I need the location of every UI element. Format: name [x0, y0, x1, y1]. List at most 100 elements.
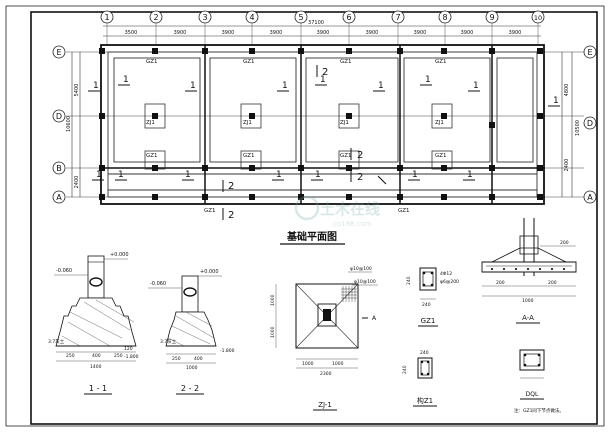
svg-text:2: 2 [228, 181, 234, 192]
svg-text:3:7灰土: 3:7灰土 [160, 338, 177, 345]
svg-text:3: 3 [202, 13, 207, 22]
svg-text:6: 6 [346, 13, 351, 22]
svg-text:3900: 3900 [509, 30, 522, 36]
svg-text:1: 1 [315, 170, 321, 180]
svg-text:4Φ12: 4Φ12 [440, 271, 452, 277]
svg-text:2: 2 [357, 172, 363, 183]
gz-tag: GZ1 [435, 59, 447, 65]
gz-tag: GZ1 [204, 208, 216, 214]
left-dimensions [71, 52, 81, 197]
dim-right-span: 2400 [564, 159, 570, 172]
svg-text:+0.000: +0.000 [200, 269, 219, 275]
axis-bubble-3: 3 [198, 10, 212, 44]
axis-label-B: B [56, 164, 62, 173]
zj-tag: ZJ1 [340, 120, 349, 126]
svg-text:+0.000: +0.000 [110, 252, 129, 258]
svg-text:-1.800: -1.800 [220, 348, 235, 354]
svg-text:1: 1 [185, 170, 191, 180]
svg-text:200: 200 [496, 280, 505, 286]
row-axis-bubbles-right: E D A [583, 45, 597, 204]
pad-footing [240, 103, 262, 129]
svg-text:2: 2 [357, 150, 363, 161]
svg-text:1: 1 [412, 170, 418, 180]
svg-text:3:7灰土: 3:7灰土 [48, 338, 65, 345]
axis-bubble-9: 9 [485, 10, 499, 44]
svg-text:200: 200 [548, 280, 557, 286]
svg-text:3900: 3900 [317, 30, 330, 36]
detail-gz1: 4Φ12 φ6@200 240 240 GZ1 [406, 267, 459, 327]
axis-label-E: E [56, 48, 61, 57]
svg-text:土木在线: 土木在线 [320, 200, 380, 218]
svg-text:A: A [587, 193, 593, 202]
zj-tag: ZJ1 [435, 120, 444, 126]
detail-cz1: 240 240 构Z1 [402, 350, 437, 407]
detail-a-a-title: A-A [522, 314, 534, 322]
detail-cz1-title: 构Z1 [417, 396, 433, 405]
svg-text:3900: 3900 [174, 30, 187, 36]
foundation-plan: GZ1 GZ1 GZ1 GZ1 GZ1 GZ1 GZ1 GZ1 GZ1 GZ1 … [52, 10, 597, 245]
svg-text:10: 10 [534, 14, 542, 22]
dim-right-total: 10500 [575, 120, 581, 136]
svg-text:E: E [587, 48, 592, 57]
outer-wall-outline [100, 44, 545, 205]
svg-text:400: 400 [92, 353, 101, 359]
top-dimensions [103, 25, 541, 37]
dim-left-total: 10600 [66, 116, 72, 132]
svg-text:1000: 1000 [270, 326, 276, 338]
svg-text:7: 7 [395, 13, 400, 22]
svg-text:200: 200 [560, 240, 569, 246]
gz-tag: GZ1 [435, 153, 447, 159]
svg-text:240: 240 [420, 350, 429, 356]
svg-text:2: 2 [228, 210, 234, 221]
svg-text:3500: 3500 [125, 30, 138, 36]
svg-text:1: 1 [425, 75, 431, 85]
drawing-note: 注：GZ1同下节点做法。 [514, 407, 564, 414]
gz-tag: GZ1 [243, 153, 255, 159]
pad-footing [431, 103, 453, 129]
svg-text:1: 1 [553, 96, 559, 106]
svg-text:5: 5 [298, 13, 303, 22]
svg-text:250: 250 [114, 353, 123, 359]
axis-label-A: A [56, 193, 62, 202]
dim-right-span: 4800 [564, 84, 570, 97]
svg-text:co188.com: co188.com [333, 220, 372, 228]
svg-text:4: 4 [249, 13, 254, 22]
svg-text:9: 9 [489, 13, 494, 22]
svg-text:400: 400 [194, 356, 203, 362]
svg-text:3900: 3900 [366, 30, 379, 36]
axis-bubble-10: 10 [531, 10, 545, 44]
svg-text:1: 1 [104, 13, 109, 22]
axis-bubble-1: 1 [100, 10, 114, 44]
gz-tag: GZ1 [146, 153, 158, 159]
svg-text:3900: 3900 [461, 30, 474, 36]
svg-text:1: 1 [96, 170, 102, 180]
svg-text:1: 1 [282, 81, 288, 91]
svg-text:-0.060: -0.060 [150, 281, 166, 287]
detail-zj1: φ10@100 φ10@100 A 1000 1000 2300 1000 10… [270, 266, 378, 411]
detail-zj1-title: ZJ-1 [318, 401, 332, 409]
svg-text:1000: 1000 [522, 298, 534, 304]
column-markers [99, 48, 543, 200]
detail-2-2: -0.060 +0.000 3:7灰土 -1.800 250 400 1000 … [148, 269, 235, 395]
svg-text:2: 2 [153, 13, 158, 22]
svg-text:240: 240 [406, 276, 412, 285]
outer-frame [5, 5, 605, 427]
room-footing [496, 57, 534, 163]
svg-text:8: 8 [442, 13, 447, 22]
zj-tag: ZJ1 [243, 120, 252, 126]
svg-text:1000: 1000 [186, 365, 198, 371]
svg-text:1000: 1000 [270, 294, 276, 306]
svg-text:-1.800: -1.800 [124, 354, 139, 360]
detail-dql: DQL 注：GZ1同下节点做法。 [514, 349, 564, 414]
svg-text:φ6@200: φ6@200 [440, 279, 459, 285]
gz-tag: GZ1 [243, 59, 255, 65]
svg-text:1: 1 [118, 170, 124, 180]
svg-text:250: 250 [172, 356, 181, 362]
drawing-border [30, 11, 598, 425]
right-dimensions [561, 52, 573, 197]
svg-text:120: 120 [124, 346, 133, 352]
axis-label-D: D [56, 112, 62, 121]
gz-tag: GZ1 [146, 59, 158, 65]
svg-text:250: 250 [66, 353, 75, 359]
